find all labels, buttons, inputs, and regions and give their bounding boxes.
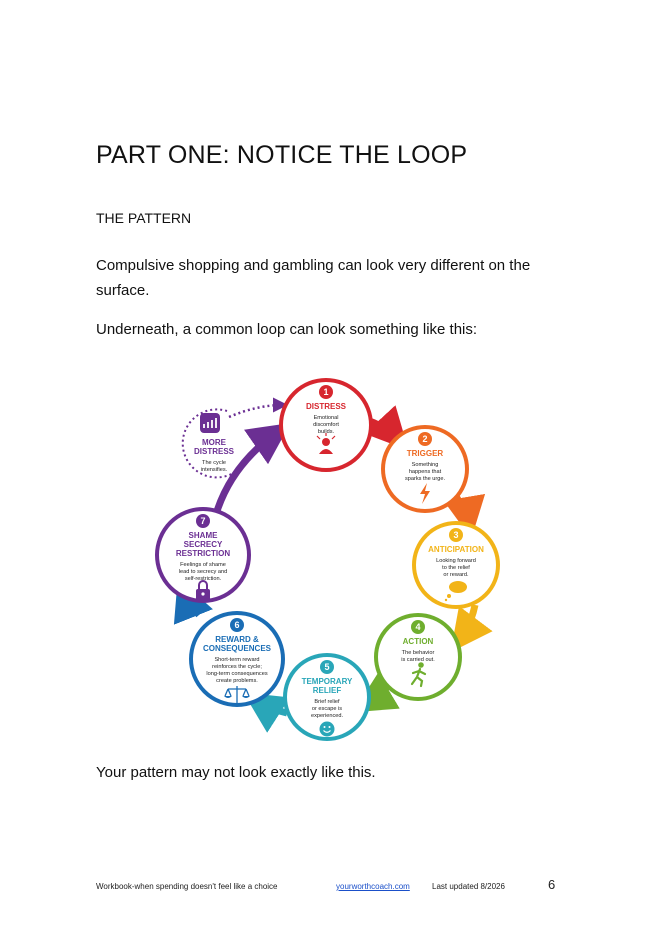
footer-workbook-title: Workbook-when spending doesn't feel like… [96, 882, 278, 891]
more-distress-description: intensifies. [201, 467, 228, 473]
distressed-person-icon [316, 433, 336, 454]
step-description: or escape is [312, 706, 342, 712]
step-title: RELIEF [313, 686, 342, 695]
page-number: 6 [548, 877, 556, 892]
footer-last-updated: Last updated 8/2026 [432, 882, 505, 891]
more-distress-description: The cycle [202, 460, 226, 466]
cycle-arrow [213, 423, 291, 513]
step-ring [189, 611, 285, 707]
step-description: Short-term reward [214, 657, 259, 663]
step-description: experienced. [311, 713, 343, 719]
step-ring [374, 613, 462, 701]
closing-paragraph: Your pattern may not look exactly like t… [96, 764, 376, 781]
step-number: 5 [324, 662, 329, 672]
page-title: PART ONE: NOTICE THE LOOP [96, 141, 468, 169]
step-number-badge [230, 618, 244, 632]
step-description: lead to secrecy and [179, 569, 228, 575]
step-number-badge [320, 660, 334, 674]
step-description: reinforces the cycle; [212, 664, 262, 670]
step-description: or reward. [443, 572, 469, 578]
step-number: 6 [234, 620, 239, 630]
cycle-arrow [450, 604, 493, 653]
step-number-badge [418, 432, 432, 446]
step-number: 4 [415, 622, 420, 632]
scales-icon [224, 686, 250, 705]
step-title: TRIGGER [407, 449, 444, 458]
thought-bubble-icon [444, 581, 467, 602]
step-number: 7 [200, 516, 205, 526]
step-description: is carried out. [401, 657, 435, 663]
step-description: create problems. [216, 678, 258, 684]
step-title: ACTION [403, 637, 434, 646]
step-number: 2 [422, 434, 427, 444]
step-title: DISTRESS [306, 402, 347, 411]
step-description: long-term consequences [206, 671, 267, 677]
step-number-badge [196, 514, 210, 528]
step-number-badge [319, 385, 333, 399]
step-description: builds. [318, 429, 335, 435]
running-person-icon [410, 662, 427, 688]
step-title: CONSEQUENCES [203, 644, 272, 653]
step-description: Emotional [314, 415, 339, 421]
rising-chart-icon [200, 413, 220, 433]
lightning-icon [420, 483, 430, 504]
step-ring [279, 378, 373, 472]
step-title: TEMPORARY [302, 677, 353, 686]
intro-paragraph: Compulsive shopping and gambling can loo… [96, 257, 531, 299]
step-number-badge [411, 620, 425, 634]
step-description: sparks the urge. [405, 476, 446, 482]
step-title: REWARD & [215, 635, 259, 644]
step-title: ANTICIPATION [428, 545, 484, 554]
step-description: Brief relief [314, 699, 340, 705]
more-distress-ring [181, 408, 244, 479]
step-description: Feelings of shame [180, 562, 226, 568]
cycle-arrow [243, 692, 290, 733]
step-title: SECRECY [184, 540, 223, 549]
more-distress-title: MORE [202, 438, 227, 447]
step-number: 1 [323, 387, 328, 397]
step-description: happens that [409, 469, 442, 475]
step-ring [381, 425, 469, 513]
step-title: SHAME [189, 531, 219, 540]
step-ring [283, 653, 371, 741]
step-description: Looking forward [436, 558, 476, 564]
step-description: to the relief [442, 565, 470, 571]
step-description: The behavior [402, 650, 435, 656]
step-description: self-restriction. [185, 576, 222, 582]
cycle-arrow [443, 493, 486, 539]
intensify-arrow [228, 397, 288, 419]
more-distress-title: DISTRESS [194, 447, 235, 456]
lock-icon [196, 580, 210, 601]
step-number-badge [449, 528, 463, 542]
step-number: 3 [453, 530, 458, 540]
step-title: RESTRICTION [176, 549, 230, 558]
step-ring [412, 521, 500, 609]
footer-website-link[interactable]: yourworthcoach.com [336, 882, 410, 891]
smiley-icon [319, 721, 335, 737]
loop-intro-paragraph: Underneath, a common loop can look somet… [96, 321, 478, 338]
step-description: discomfort [313, 422, 339, 428]
section-heading: THE PATTERN [96, 210, 192, 226]
step-description: Something [412, 462, 439, 468]
